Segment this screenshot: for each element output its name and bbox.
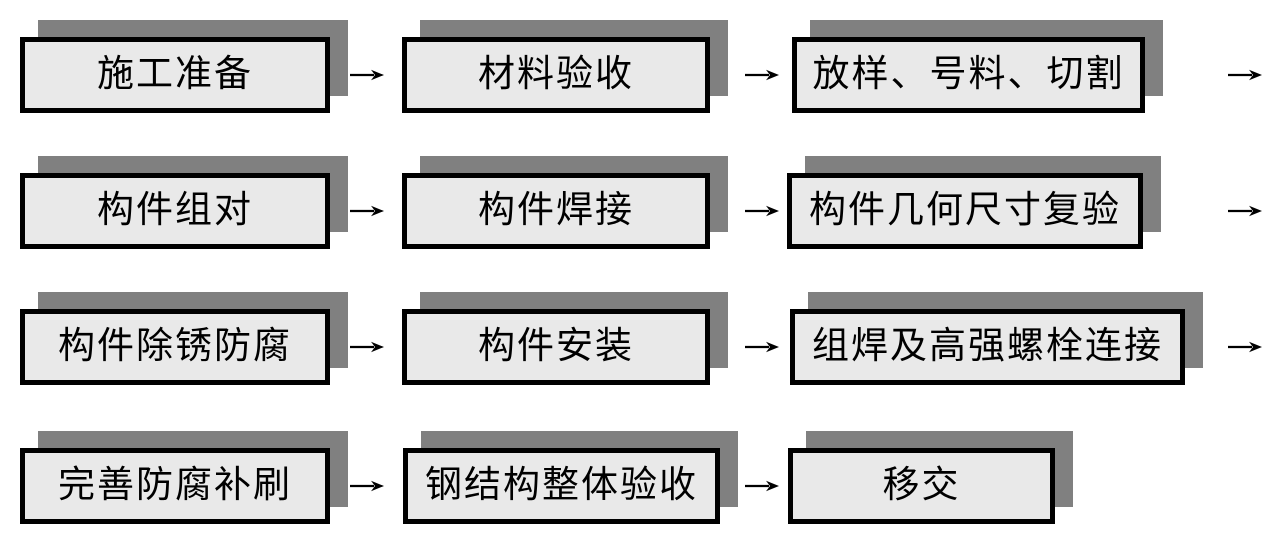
flow-step-overall-acceptance: 钢结构整体验收 [403, 448, 720, 524]
flow-step-construction-preparation: 施工准备 [20, 37, 330, 113]
flow-arrow-icon [745, 339, 779, 355]
flow-step-label: 完善防腐补刷 [58, 462, 292, 506]
flow-step-label: 构件除锈防腐 [58, 323, 292, 367]
flow-arrow-icon [350, 203, 384, 219]
flow-arrow-icon [350, 478, 384, 494]
flow-arrow-icon [350, 339, 384, 355]
flow-step-label: 施工准备 [97, 51, 253, 95]
flow-step-label: 组焊及高强螺栓连接 [812, 323, 1163, 367]
flow-step-lofting-marking-cutting: 放样、号料、切割 [792, 37, 1145, 113]
flow-step-label: 移交 [882, 462, 961, 506]
flow-step-label: 构件组对 [97, 187, 253, 231]
flow-arrow-icon [745, 67, 779, 83]
flow-arrow-icon [745, 478, 779, 494]
flow-step-component-welding: 构件焊接 [402, 173, 710, 249]
flow-step-geometry-reinspection: 构件几何尺寸复验 [787, 173, 1143, 249]
flow-step-label: 放样、号料、切割 [812, 51, 1125, 95]
flow-step-label: 构件安装 [478, 323, 634, 367]
flow-step-label: 构件几何尺寸复验 [809, 187, 1121, 231]
flow-arrow-icon [350, 67, 384, 83]
flow-step-material-acceptance: 材料验收 [402, 37, 710, 113]
flow-step-handover: 移交 [788, 448, 1055, 524]
flow-continue-arrow-icon [1228, 67, 1262, 83]
flow-step-component-pairing: 构件组对 [20, 173, 330, 249]
flow-arrow-icon [745, 203, 779, 219]
flow-step-anticorrosion-touchup: 完善防腐补刷 [20, 448, 330, 524]
flow-step-label: 构件焊接 [478, 187, 634, 231]
flow-continue-arrow-icon [1228, 203, 1262, 219]
flow-step-label: 钢结构整体验收 [425, 462, 698, 506]
flow-step-assembly-weld-bolt-connection: 组焊及高强螺栓连接 [790, 309, 1185, 385]
flow-step-label: 材料验收 [478, 51, 634, 95]
flow-continue-arrow-icon [1228, 339, 1262, 355]
flow-step-rust-removal-anticorrosion: 构件除锈防腐 [20, 309, 330, 385]
flow-step-component-installation: 构件安装 [402, 309, 710, 385]
